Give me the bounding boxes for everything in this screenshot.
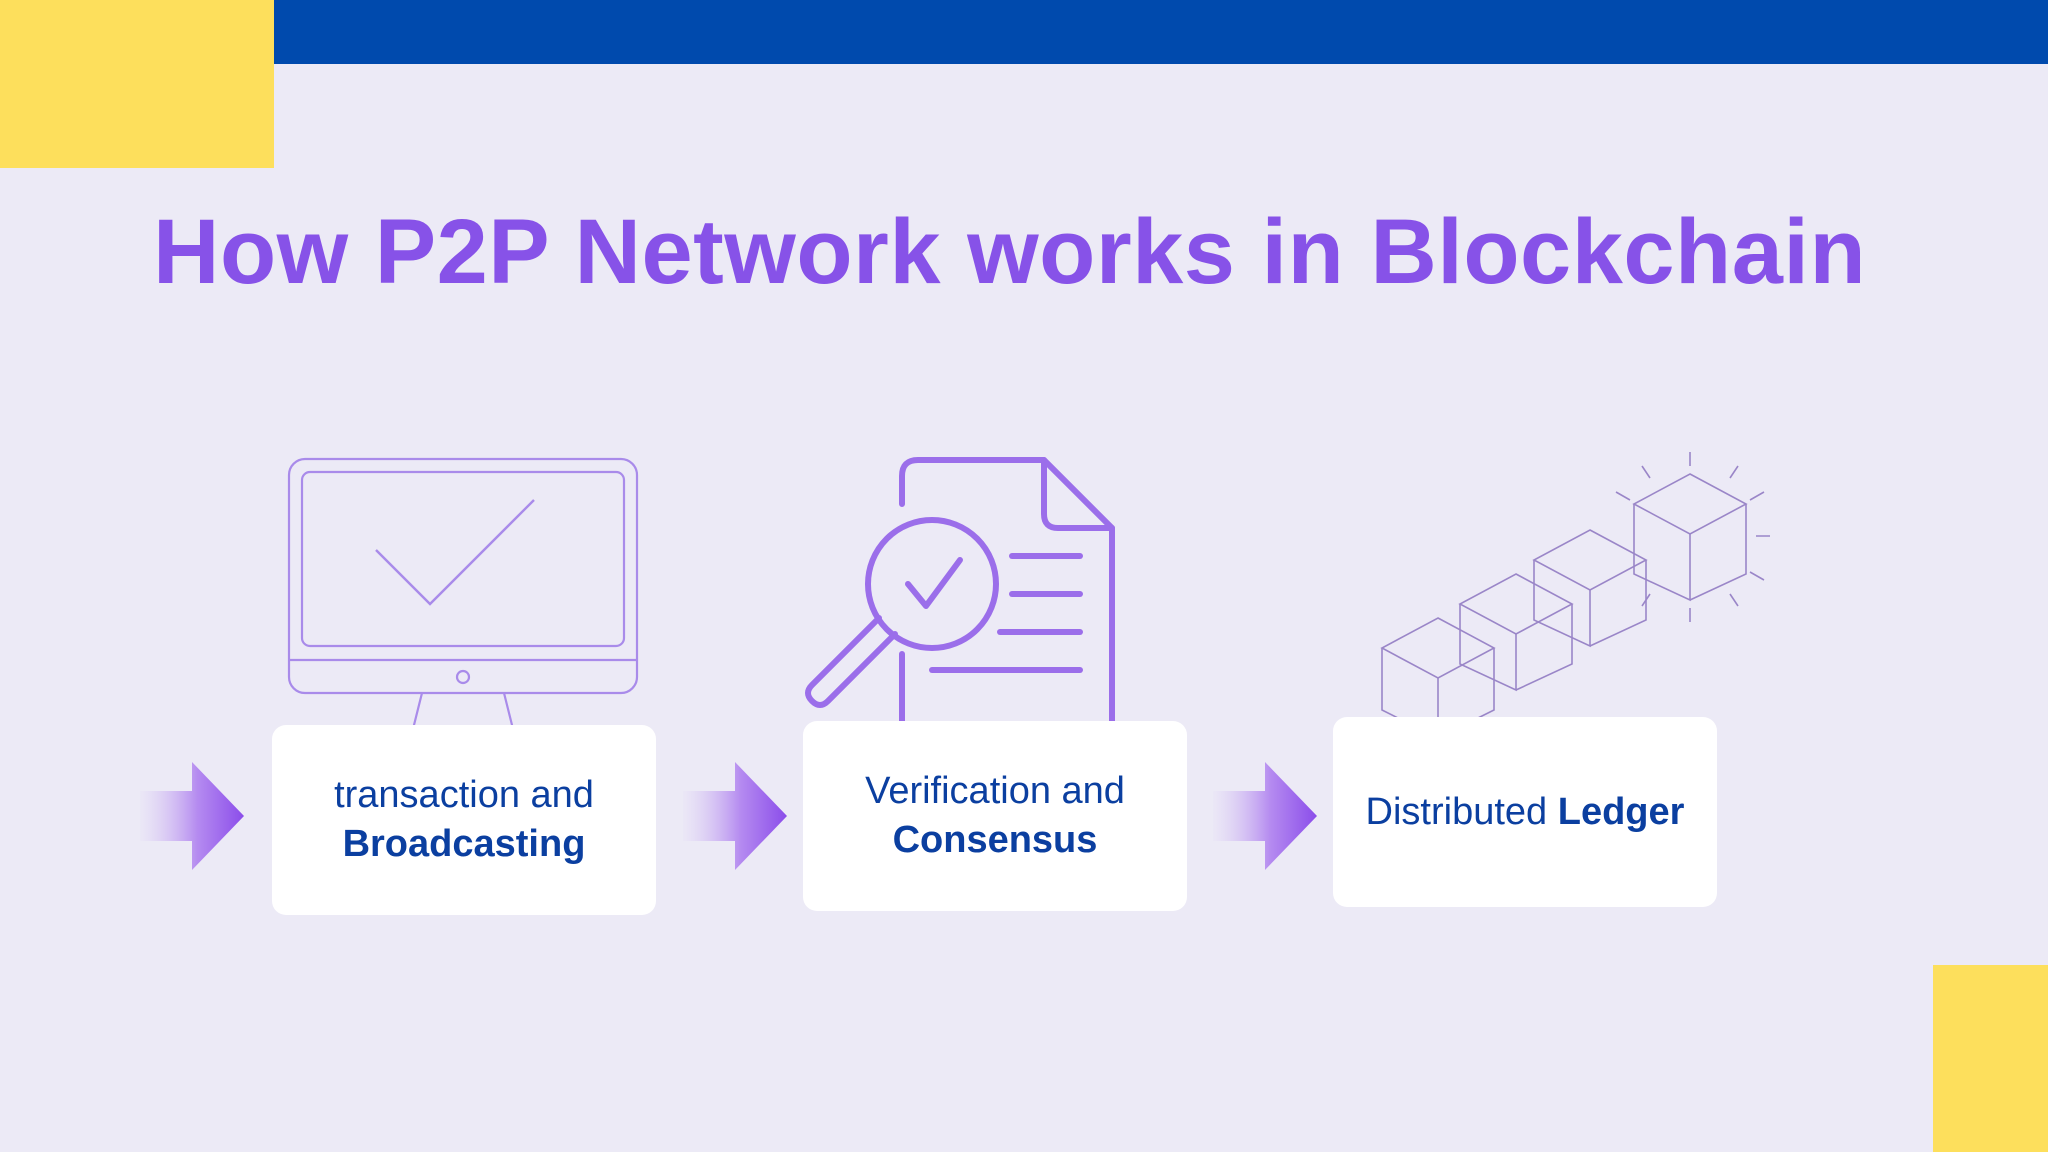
step-label-regular: transaction and [334, 774, 594, 816]
block-chain-cubes-icon [1374, 448, 1784, 748]
flow-arrow-icon [683, 762, 787, 870]
page-title: How P2P Network works in Blockchain [153, 201, 1867, 303]
flow-arrow-icon [1213, 762, 1317, 870]
step-label-regular: Distributed [1365, 790, 1558, 833]
decor-yellow-block-top-left [0, 0, 274, 168]
step-card-distributed-ledger: Distributed Ledger [1333, 717, 1717, 907]
step-label-bold: Consensus [892, 819, 1098, 861]
step-card-transaction-broadcasting: transaction and Broadcasting [272, 725, 656, 915]
step-card-verification-consensus: Verification and Consensus [803, 721, 1187, 911]
step-label-bold: Ledger [1557, 790, 1685, 833]
decor-yellow-block-bottom-right [1933, 965, 2048, 1152]
monitor-check-icon [286, 456, 640, 746]
flow-arrow-icon [140, 762, 244, 870]
step-label-line: Distributed Ledger [1366, 788, 1685, 837]
step-label-bold: Broadcasting [342, 823, 586, 865]
step-label-regular: Verification and [865, 770, 1125, 812]
document-magnifier-check-icon [800, 456, 1120, 752]
decor-blue-bar-top [274, 0, 2048, 64]
